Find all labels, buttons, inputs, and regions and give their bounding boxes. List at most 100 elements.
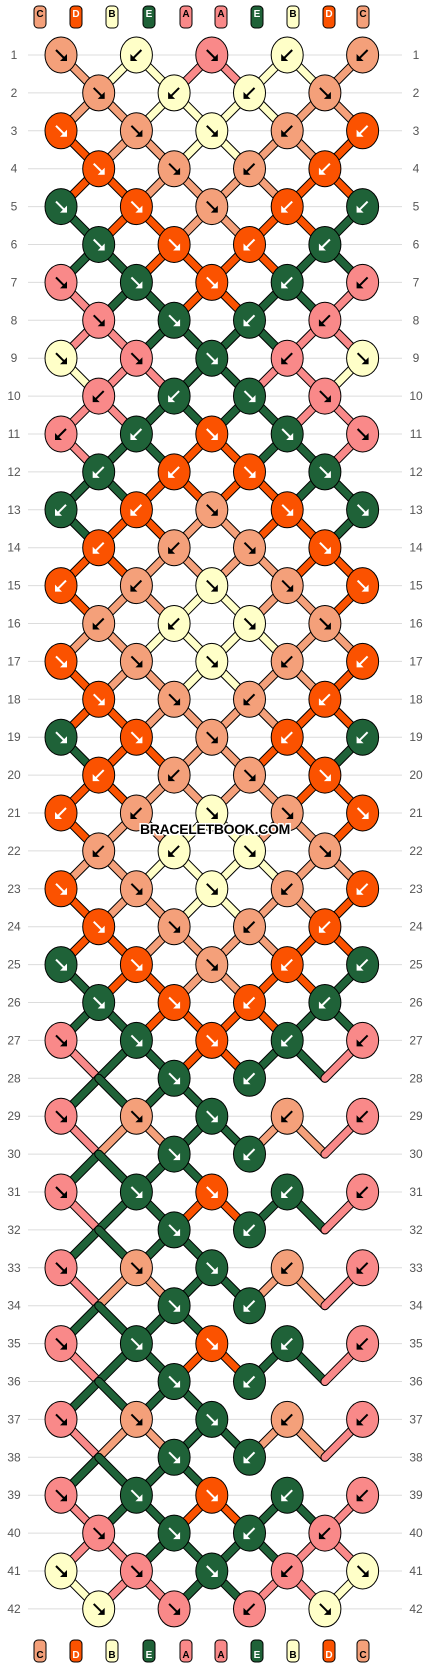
- row-number: 17: [409, 654, 423, 668]
- string-letter-bottom: E: [254, 1650, 261, 1661]
- knot-arrowhead-icon: [323, 1607, 331, 1615]
- knot-arrowhead-icon: [173, 1532, 181, 1540]
- string-letter-bottom: A: [182, 1650, 189, 1661]
- row-number: 32: [409, 1223, 423, 1237]
- row-number: 40: [409, 1526, 423, 1540]
- knot-arrowhead-icon: [60, 281, 67, 289]
- string-letter-top: C: [359, 9, 366, 20]
- row-number: 17: [7, 654, 21, 668]
- row-number: 30: [7, 1147, 21, 1161]
- knot-arrowhead-icon: [323, 395, 331, 403]
- row-number: 35: [409, 1337, 423, 1351]
- knot-arrowhead-icon: [135, 1266, 143, 1274]
- row-number: 31: [409, 1185, 423, 1199]
- row-number: 13: [7, 503, 21, 517]
- knot-arrowhead-icon: [243, 319, 251, 327]
- string-bottom: [179, 1639, 193, 1663]
- string-letter-bottom: C: [359, 1650, 366, 1661]
- knot-arrowhead-icon: [356, 1342, 364, 1350]
- row-number: 12: [7, 465, 21, 479]
- row-number: 31: [7, 1185, 21, 1199]
- knot-arrowhead-icon: [361, 433, 369, 440]
- knot-arrowhead-icon: [130, 54, 138, 61]
- string-top: [356, 5, 370, 29]
- knot-arrowhead-icon: [135, 1039, 143, 1047]
- string-letter-top: B: [289, 9, 296, 20]
- knot-arrowhead-icon: [210, 1115, 218, 1123]
- knot-arrowhead-icon: [356, 1115, 364, 1123]
- knot-arrowhead-icon: [130, 584, 138, 592]
- knot-arrowhead-icon: [243, 1456, 251, 1464]
- string-letter-bottom: B: [108, 1650, 115, 1661]
- knot-arrowhead-icon: [173, 1001, 181, 1009]
- knot-arrowhead-icon: [356, 1266, 364, 1274]
- string-top: [179, 5, 193, 29]
- row-number: 30: [409, 1147, 423, 1161]
- knot-arrowhead-icon: [281, 736, 289, 744]
- knot-arrowhead-icon: [243, 1532, 251, 1540]
- knot-arrowhead-icon: [55, 812, 62, 819]
- string-bottom: [69, 1639, 83, 1663]
- row-number: 40: [7, 1526, 21, 1540]
- row-number: 14: [409, 541, 423, 555]
- knot-arrowhead-icon: [286, 584, 294, 592]
- string-bottom: [250, 1639, 264, 1663]
- string-top: [142, 5, 156, 29]
- knot-arrowhead-icon: [173, 319, 181, 327]
- watermark: BRACELETBOOK.COM: [140, 821, 290, 837]
- string-top: [250, 5, 264, 29]
- row-number: 23: [409, 882, 423, 896]
- knot-arrowhead-icon: [173, 1380, 181, 1388]
- knot-arrowhead-icon: [210, 205, 218, 213]
- knot-arrowhead-icon: [60, 205, 67, 213]
- knot-arrowhead-icon: [92, 395, 100, 403]
- knot-arrowhead-icon: [281, 1191, 289, 1198]
- knot-arrowhead-icon: [168, 622, 176, 630]
- row-number: 9: [11, 351, 18, 365]
- knot-arrowhead-icon: [92, 622, 100, 630]
- knot-arrowhead-icon: [135, 129, 143, 137]
- knot-arrowhead-icon: [281, 1342, 289, 1350]
- knot-arrowhead-icon: [281, 660, 289, 668]
- knot-arrowhead-icon: [281, 1039, 289, 1047]
- row-number: 5: [11, 200, 18, 214]
- row-number: 7: [413, 275, 420, 289]
- row-number: 21: [409, 806, 423, 820]
- knot-arrowhead-icon: [135, 281, 143, 289]
- knot-arrowhead-icon: [60, 357, 67, 365]
- row-number: 7: [11, 275, 18, 289]
- knot-arrowhead-icon: [60, 54, 67, 61]
- row-number: 23: [7, 882, 21, 896]
- knot-arrowhead-icon: [318, 925, 326, 933]
- string-letter-top: E: [146, 9, 153, 20]
- row-number: 9: [413, 351, 420, 365]
- row-number: 28: [409, 1071, 423, 1085]
- knot-arrowhead-icon: [356, 1418, 364, 1426]
- row-number: 38: [7, 1450, 21, 1464]
- row-number: 15: [7, 579, 21, 593]
- knot-arrowhead-icon: [210, 357, 218, 365]
- string-bottom: [105, 1639, 119, 1663]
- knot-arrowhead-icon: [97, 1607, 105, 1615]
- row-number: 3: [413, 124, 420, 138]
- knot-arrowhead-icon: [248, 470, 256, 478]
- knot-arrowhead-icon: [318, 1532, 326, 1540]
- knot-arrowhead-icon: [168, 91, 176, 99]
- row-number: 19: [7, 730, 21, 744]
- knot-arrowhead-icon: [248, 395, 256, 403]
- string-bottom: [33, 1639, 47, 1663]
- knot-arrowhead-icon: [210, 1039, 218, 1047]
- knot-arrowhead-icon: [173, 1607, 181, 1615]
- knot-arrowhead-icon: [135, 205, 143, 213]
- knot-arrowhead-icon: [286, 508, 294, 516]
- string-letter-bottom: A: [217, 1650, 224, 1661]
- knot-arrowhead-icon: [243, 1153, 251, 1161]
- knot-arrowhead-icon: [97, 91, 105, 99]
- knot-arrowhead-icon: [173, 1153, 181, 1161]
- knot-arrowhead-icon: [210, 1494, 218, 1502]
- string-top: [69, 5, 83, 29]
- knot-arrowhead-icon: [323, 622, 331, 630]
- knot-arrowhead-icon: [60, 1191, 67, 1198]
- knot-arrowhead-icon: [60, 1342, 67, 1350]
- knot-arrowhead-icon: [356, 129, 364, 137]
